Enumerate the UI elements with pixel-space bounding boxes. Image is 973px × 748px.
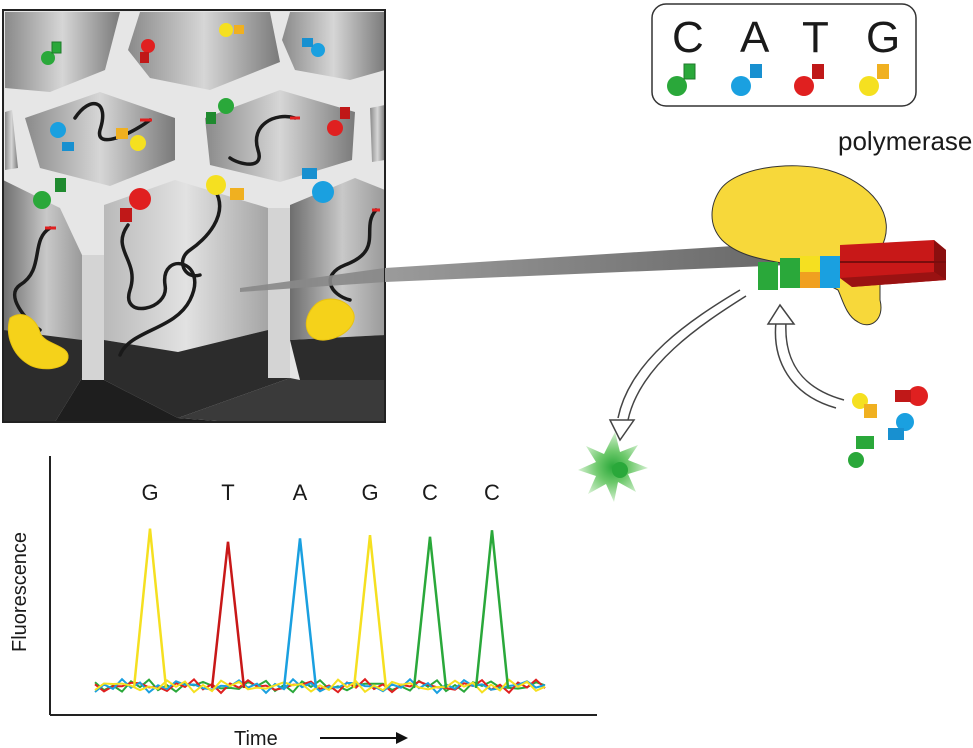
legend-letter: G (866, 13, 900, 62)
well-shaft (290, 178, 385, 340)
nucleotide-yellow (116, 128, 146, 151)
well-top (282, 12, 385, 80)
well-top (5, 110, 18, 170)
legend-letter: T (802, 13, 829, 62)
nucleotide-green (41, 41, 62, 65)
well-top (5, 12, 120, 92)
nucleotide-blue (302, 38, 325, 57)
nucleotide-legend: C A T G (651, 3, 917, 107)
peak-label: C (484, 480, 500, 505)
well-floor (290, 335, 385, 380)
peak-label: C (422, 480, 438, 505)
well-top (370, 105, 385, 162)
peak-a (282, 538, 318, 689)
well-floor (104, 330, 290, 418)
peak-label: G (141, 480, 158, 505)
polymerase-blob (7, 314, 69, 370)
legend-item-t: T (794, 13, 829, 96)
nucleotide-green (206, 98, 234, 124)
release-arrow (608, 289, 747, 442)
nucleotide-blue (302, 168, 334, 203)
nucleotide-red (120, 188, 151, 222)
incorporated-base (820, 256, 840, 288)
dna-strand (328, 208, 378, 302)
dna-strand (228, 114, 297, 166)
well-floor (178, 378, 385, 422)
nucleotide-yellow (206, 175, 244, 200)
incorporated-base (800, 272, 820, 288)
legend-swatch (731, 76, 751, 96)
dna-strand (73, 101, 152, 142)
nucleotide-red (140, 39, 155, 63)
incorporated-nucleotides (758, 256, 840, 290)
legend-swatch (859, 76, 879, 96)
legend-letter: C (672, 13, 704, 62)
time-arrow-icon (320, 732, 408, 744)
zmw-array-panel (2, 9, 386, 423)
dna-strand (180, 188, 222, 278)
y-axis-label: Fluorescence (9, 532, 31, 652)
nucleotide-yellow (219, 23, 244, 37)
incoming-arrow (766, 303, 845, 409)
nucleotide-blue (50, 122, 74, 151)
peak-g (352, 534, 388, 689)
legend-letter: A (740, 13, 770, 62)
incorporated-base (758, 262, 778, 290)
x-axis-label: Time (234, 728, 278, 748)
nucleotide-red (327, 107, 350, 136)
peak-c (474, 530, 510, 689)
peak-label: A (293, 480, 308, 505)
free-nucleotides (848, 386, 928, 468)
template-strand (840, 240, 946, 287)
peak-c (412, 536, 448, 689)
nucleotide-green (33, 178, 66, 209)
fluorescence-chart: Fluorescence Time G T A G C C (9, 456, 597, 748)
well-floor (55, 378, 230, 422)
fluorescence-flash-icon (578, 432, 648, 502)
polymerase-label: polymerase (838, 126, 972, 156)
peak-label: T (221, 480, 234, 505)
legend-item-c: C (667, 13, 704, 96)
legend-item-g: G (859, 13, 900, 96)
legend-swatch (794, 76, 814, 96)
peak-t (210, 541, 246, 689)
polymerase-blob (305, 298, 355, 341)
legend-swatch (667, 76, 687, 96)
peak-g (132, 528, 168, 689)
legend-item-a: A (731, 13, 770, 96)
polymerase-enzyme (711, 165, 887, 326)
light-beam (240, 268, 385, 292)
incorporated-base (780, 258, 800, 288)
dna-strand (118, 223, 197, 357)
peak-label: G (361, 480, 378, 505)
baseline-trace (94, 678, 546, 694)
well-top (205, 90, 355, 182)
